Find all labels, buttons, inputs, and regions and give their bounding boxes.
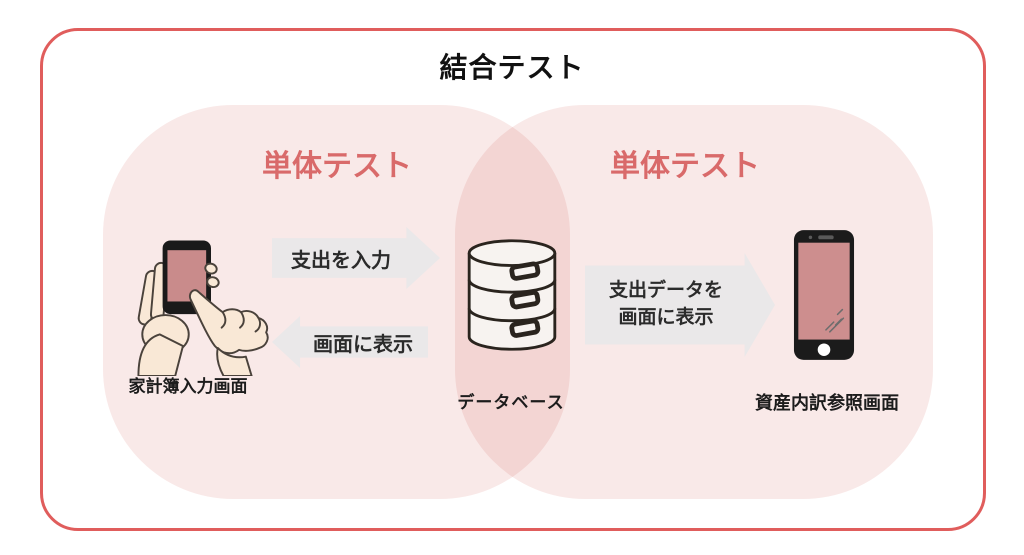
reference-screen-label: 資産内訳参照画面 (755, 393, 899, 413)
arrow-input-label: 支出を入力 (291, 249, 391, 272)
outer-frame (40, 28, 986, 531)
database-label: データベース (457, 393, 565, 412)
arrow-db-to-reference: 支出データを 画面に表示 (585, 253, 775, 357)
arrow-data-display-line1: 支出データを (608, 280, 723, 302)
unit-test-label-right: 単体テスト (610, 150, 760, 183)
phone-in-hand-icon (137, 240, 269, 376)
input-screen-label: 家計簿入力画面 (128, 377, 248, 396)
unit-test-label-left: 単体テスト (262, 150, 412, 183)
arrow-data-display-line2: 画面に表示 (618, 307, 714, 328)
smartphone-icon (793, 230, 855, 360)
diagram-title: 結合テスト (439, 52, 585, 83)
database-icon (467, 239, 557, 351)
arrow-display-label: 画面に表示 (313, 333, 413, 356)
